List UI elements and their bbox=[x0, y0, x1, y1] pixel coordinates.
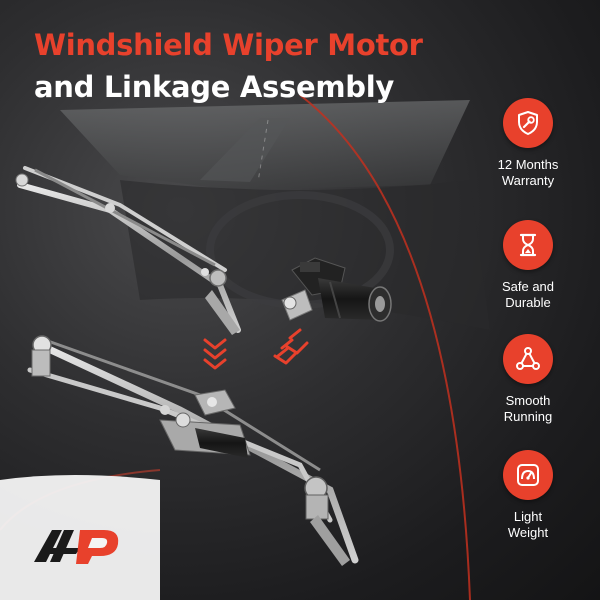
upper-linkage bbox=[15, 166, 241, 335]
feature-label: Light Weight bbox=[507, 509, 549, 540]
title-line-2: and Linkage Assembly bbox=[34, 70, 394, 104]
feature-durable: Safe and Durable bbox=[478, 220, 578, 311]
feature-label: 12 Months Warranty bbox=[497, 157, 559, 188]
wrench-shield-icon bbox=[503, 98, 553, 148]
triangle-nodes-icon bbox=[503, 334, 553, 384]
feature-label: Smooth Running bbox=[503, 393, 553, 424]
feature-light-weight: Light Weight bbox=[478, 450, 578, 541]
lower-linkage bbox=[27, 335, 359, 566]
brand-logo bbox=[34, 530, 119, 564]
wiper-motor bbox=[281, 257, 392, 322]
feature-label: Safe and Durable bbox=[501, 279, 555, 310]
gauge-icon bbox=[503, 450, 553, 500]
direction-arrows bbox=[203, 328, 309, 370]
feature-smooth-running: Smooth Running bbox=[478, 334, 578, 425]
title-line-1: Windshield Wiper Motor bbox=[34, 28, 423, 62]
feature-warranty: 12 Months Warranty bbox=[478, 98, 578, 189]
hourglass-icon bbox=[503, 220, 553, 270]
